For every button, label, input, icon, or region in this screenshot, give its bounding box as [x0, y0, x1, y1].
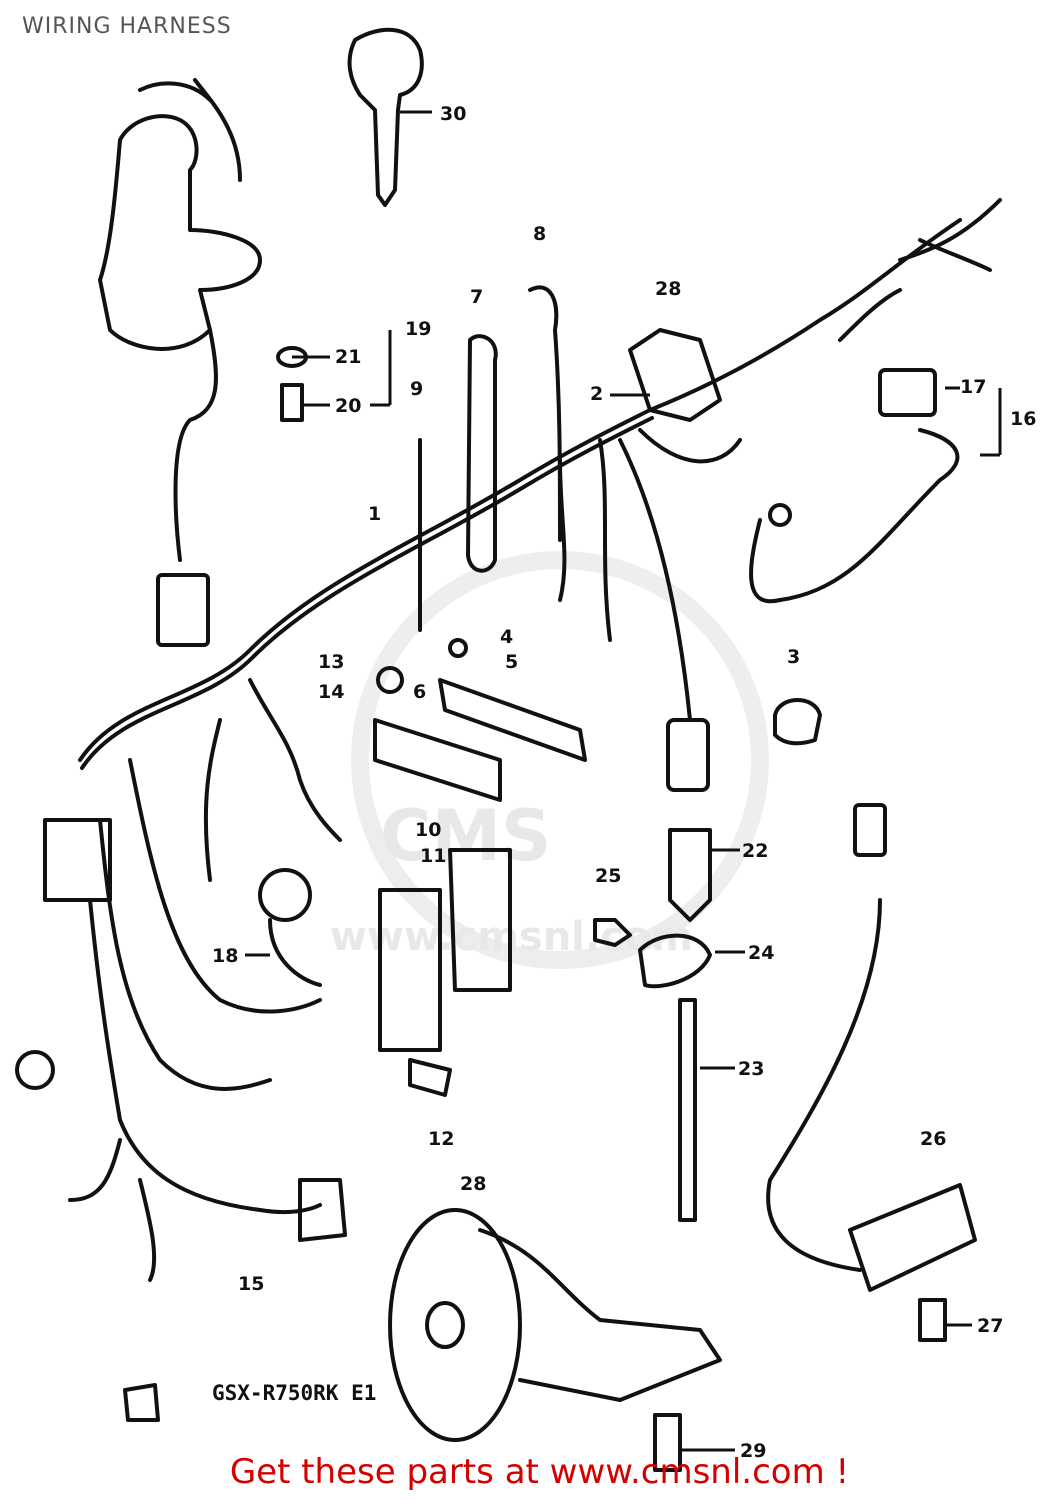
ignition-switch [98, 114, 262, 351]
callout-31: 30 [440, 103, 466, 125]
callout-22: 22 [742, 840, 768, 862]
callout-20: 20 [335, 395, 361, 417]
horn [388, 1208, 522, 1442]
callout-30: 29 [740, 1440, 766, 1462]
callout-11: 11 [420, 845, 446, 867]
callout-6: 6 [413, 681, 426, 703]
callout-15: 15 [238, 1273, 264, 1295]
callout-8: 8 [533, 223, 546, 245]
clamp-strap [466, 334, 498, 573]
promo-banner[interactable]: Get these parts at www.cmsnl.com ! [0, 1452, 1059, 1492]
callout-4: 4 [500, 626, 513, 648]
callout-17: 17 [960, 376, 986, 398]
ignition-coil [43, 818, 112, 902]
callout-1: 1 [368, 503, 381, 525]
callout-21: 21 [335, 346, 361, 368]
callout-3: 3 [787, 646, 800, 668]
key [347, 27, 424, 207]
callout-9: 9 [410, 378, 423, 400]
brake-switch [668, 828, 712, 922]
svg-text:CMS: CMS [380, 795, 551, 877]
page-title: WIRING HARNESS [22, 14, 232, 39]
promo-link[interactable]: Get these parts at www.cmsnl.com ! [229, 1452, 850, 1492]
relay-bottom [848, 1183, 977, 1292]
callout-25: 25 [595, 865, 621, 887]
callout-18: 18 [212, 945, 238, 967]
relay-top [628, 328, 722, 422]
callout-13: 13 [318, 651, 344, 673]
callout-27: 27 [977, 1315, 1003, 1337]
callout-10: 10 [415, 819, 441, 841]
callout-28-top: 28 [655, 278, 681, 300]
callout-23: 23 [738, 1058, 764, 1080]
callout-5: 5 [505, 651, 518, 673]
callout-29: 28 [460, 1173, 486, 1195]
model-code: GSX-R750RK E1 [212, 1381, 376, 1405]
callout-24: 24 [748, 942, 774, 964]
callout-14: 14 [318, 681, 344, 703]
regulator [378, 888, 442, 1052]
callout-12: 12 [428, 1128, 454, 1150]
callout-26: 26 [920, 1128, 946, 1150]
callout-19: 19 [405, 318, 431, 340]
main-harness [78, 218, 962, 762]
callout-16: 16 [1010, 408, 1036, 430]
callout-7: 7 [470, 286, 483, 308]
watermark-logo: CMS www.cmsnl.com [330, 551, 769, 969]
callout-2: 2 [590, 383, 603, 405]
callout-labels: 30 19 21 20 8 7 9 28 2 17 16 1 4 5 13 14… [212, 103, 1036, 1462]
